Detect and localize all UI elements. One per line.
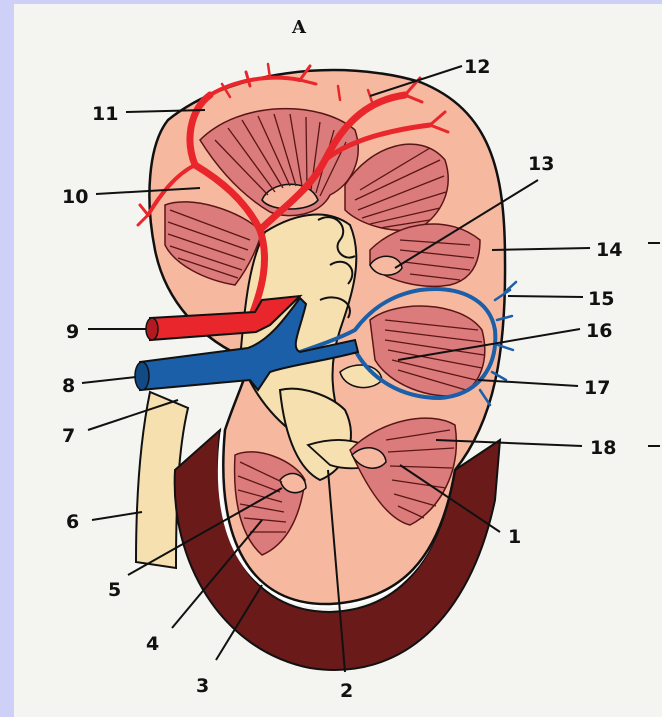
- label-18: 18: [590, 437, 616, 459]
- label-2: 2: [340, 680, 353, 702]
- label-9: 9: [66, 321, 79, 343]
- label-15: 15: [588, 288, 614, 310]
- label-3: 3: [196, 675, 209, 697]
- label-8: 8: [62, 375, 75, 397]
- label-1: 1: [508, 526, 521, 548]
- renal-vein-end: [135, 362, 149, 390]
- leader-6: [92, 512, 142, 520]
- leader-8: [82, 377, 136, 383]
- label-6: 6: [66, 511, 79, 533]
- label-12: 12: [464, 56, 490, 78]
- leader-15: [508, 296, 583, 297]
- label-13: 13: [528, 153, 554, 175]
- label-7: 7: [62, 425, 75, 447]
- label-10: 10: [62, 186, 88, 208]
- leader-14: [492, 248, 590, 250]
- figure-title: A: [291, 17, 307, 38]
- renal-artery-end: [146, 318, 158, 340]
- label-14: 14: [596, 239, 622, 261]
- label-4: 4: [146, 633, 159, 655]
- label-16: 16: [586, 320, 612, 342]
- label-11: 11: [92, 103, 118, 125]
- label-5: 5: [108, 579, 121, 601]
- label-17: 17: [584, 377, 610, 399]
